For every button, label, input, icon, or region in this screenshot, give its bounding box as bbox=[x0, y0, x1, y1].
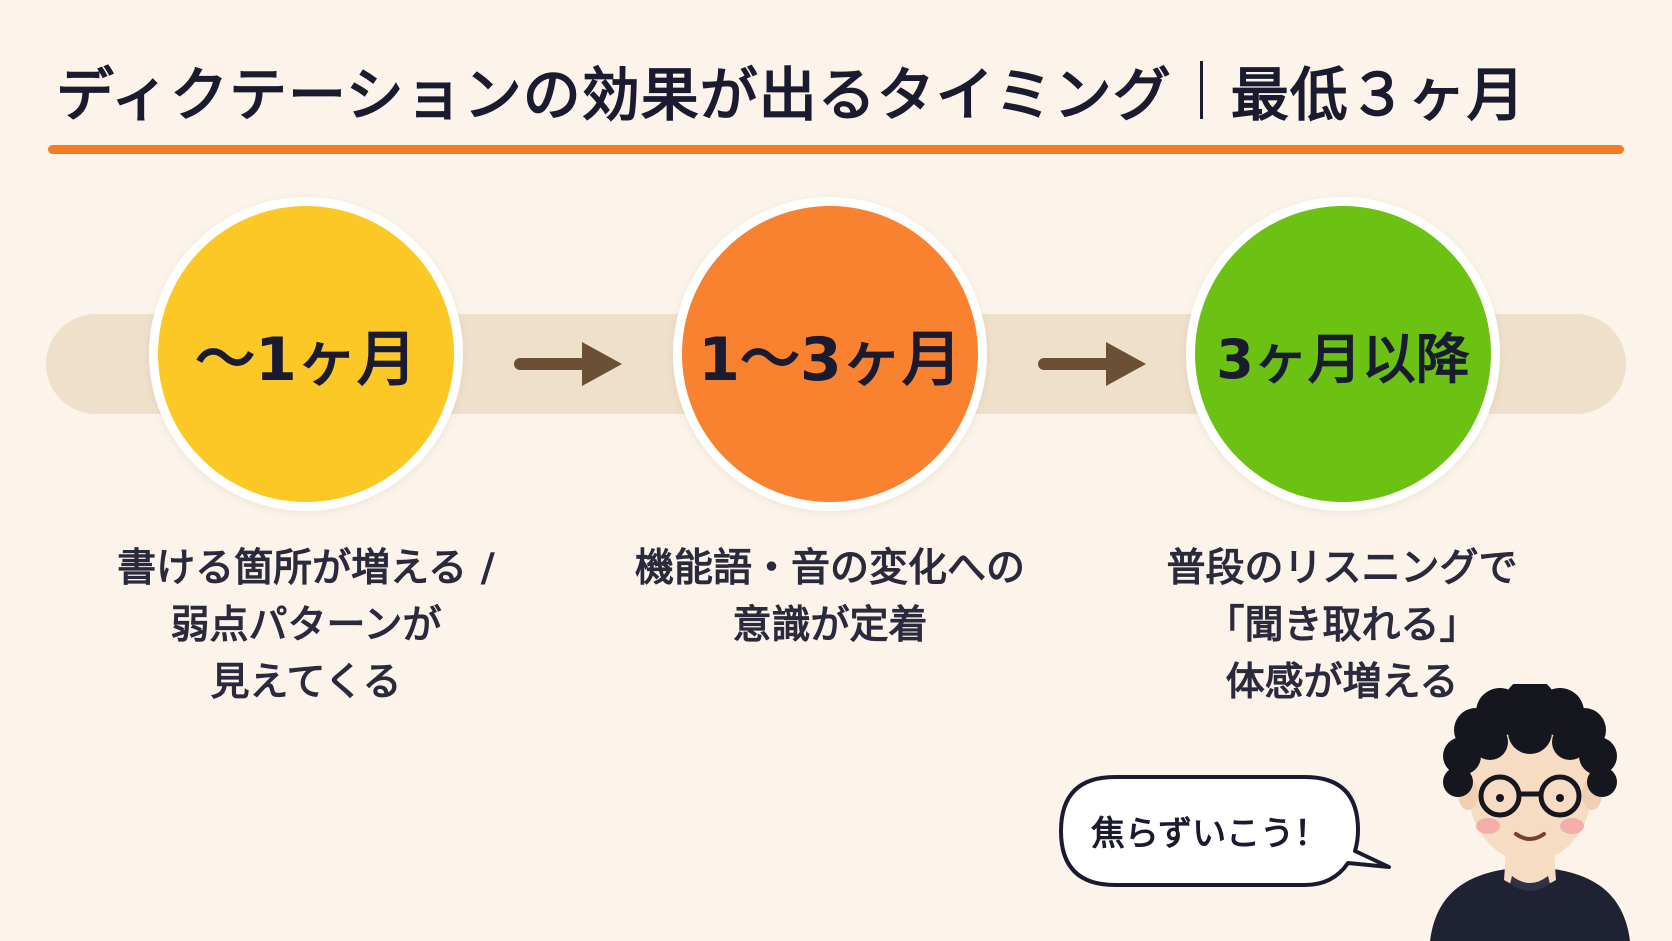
title-separator bbox=[1199, 61, 1203, 119]
stage-description-3: 普段のリスニングで 「聞き取れる」 体感が増える bbox=[1112, 540, 1572, 711]
description-line: 見えてくる bbox=[210, 660, 402, 705]
stage-description-2: 機能語・音の変化への 意識が定着 bbox=[600, 540, 1060, 654]
speech-bubble-text: 焦らずいこう！ bbox=[1090, 814, 1329, 854]
description-line: 意識が定着 bbox=[732, 603, 928, 648]
slide-title: ディクテーションの効果が出るタイミング 最低３ヶ月 bbox=[56, 40, 1616, 140]
speech-bubble: 焦らずいこう！ bbox=[1055, 771, 1391, 890]
arrow-right-icon bbox=[1038, 342, 1146, 386]
title-main: ディクテーションの効果が出るタイミング bbox=[56, 61, 1172, 129]
arrow-right-icon bbox=[514, 342, 622, 386]
stage-circle-1: 〜1ヶ月 bbox=[149, 197, 463, 511]
title-underline bbox=[48, 145, 1624, 154]
avatar-illustration bbox=[1430, 684, 1630, 941]
stage-label-2: 1〜3ヶ月 bbox=[698, 324, 962, 395]
description-line: 弱点パターンが bbox=[170, 603, 442, 648]
stage-label-3: 3ヶ月以降 bbox=[1216, 327, 1470, 391]
stage-circle-3: 3ヶ月以降 bbox=[1186, 197, 1500, 511]
description-line: 機能語・音の変化への bbox=[634, 546, 1025, 591]
description-line: 体感が増える bbox=[1225, 660, 1459, 705]
stage-circle-2: 1〜3ヶ月 bbox=[673, 197, 987, 511]
description-line: 「聞き取れる」 bbox=[1205, 603, 1479, 648]
description-line: 普段のリスニングで bbox=[1166, 546, 1518, 591]
stage-label-1: 〜1ヶ月 bbox=[195, 324, 417, 395]
description-line: 書ける箇所が増える / bbox=[117, 546, 495, 591]
speech-bubble-shape bbox=[1059, 775, 1391, 887]
title-sub: 最低３ヶ月 bbox=[1230, 61, 1526, 129]
stage-description-1: 書ける箇所が増える / 弱点パターンが 見えてくる bbox=[76, 540, 536, 711]
